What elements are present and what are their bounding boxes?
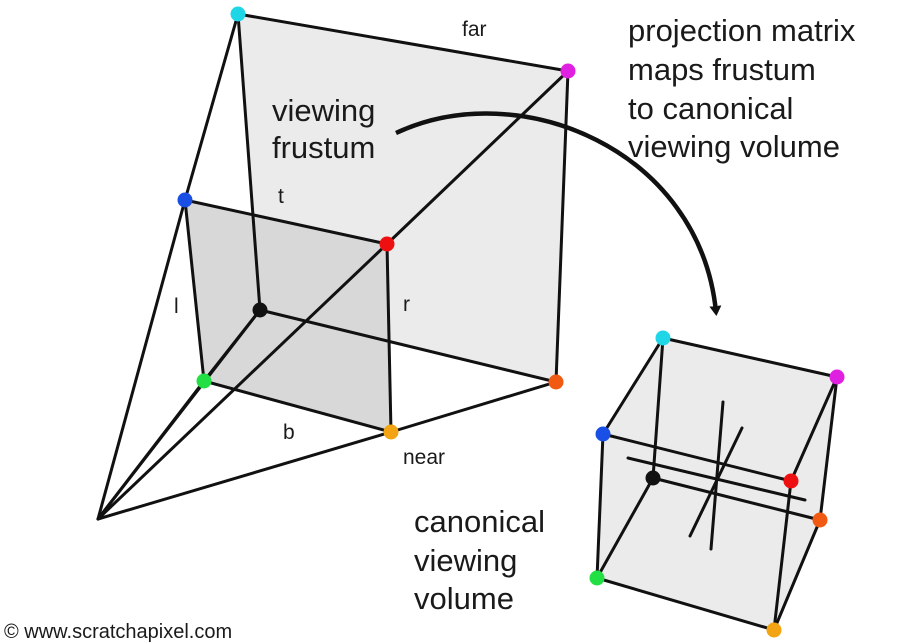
label-near: near [403,446,445,469]
cube-vertex-magenta [829,369,845,385]
label-r: r [403,293,410,316]
vertex-blue [177,192,193,208]
projection-note-line2: maps frustum [628,52,816,87]
cube-edge-green-black [595,476,655,580]
ray-eye-amber [96,430,393,521]
projection-note-line4: viewing volume [628,129,840,164]
vertex-cyan [230,6,246,22]
cube-vertex-cyan [655,330,671,346]
near-right-edge [385,242,393,434]
vertex-magenta [560,63,576,79]
cube-vertex-green [589,570,605,586]
label-t: t [278,185,284,208]
cube-edge-red-amber [772,479,793,632]
projection-note-line3: to canonical [628,91,793,126]
cube-edge-blue-green [595,432,605,580]
viewing-frustum [96,12,570,521]
cube-vertex-orange [812,512,828,528]
far-right-edge [554,69,570,384]
label-viewing-frustum-line1: viewing [272,93,375,128]
label-b: b [283,421,295,444]
canonical-cube [595,336,839,632]
label-l: l [174,295,179,318]
cube-edge-amber-orange [772,518,822,632]
cube-vertex-blue [595,426,611,442]
edge-red-magenta [385,69,570,246]
vertex-green [196,373,212,389]
cube-edge-red-magenta [789,375,839,483]
ray-eye-red [96,242,389,521]
cube-vertex-amber [766,622,782,638]
label-far: far [462,18,487,41]
vertex-black [252,302,268,318]
frustum-vertices [177,6,576,440]
cube-edge-black-orange [651,476,822,522]
edge-blue-cyan [183,12,240,202]
credit-text: © www.scratchapixel.com [4,621,232,643]
cube-axis-2 [709,400,725,551]
vertex-amber [383,424,399,440]
near-top-edge [183,198,389,246]
label-canonical-line2: viewing [414,543,517,578]
far-bottom-edge [258,308,558,384]
near-left-edge [183,198,206,383]
projection-note-line1: projection matrix [628,13,856,48]
vertex-red [379,236,395,252]
cube-vertices [589,330,845,638]
label-viewing-frustum-line2: frustum [272,130,375,165]
far-top-edge [236,12,570,73]
cube-edge-green-amber [595,576,776,632]
cube-edge-magenta-orange [818,375,839,522]
far-left-edge [236,12,262,312]
cube-axis-3 [688,426,744,538]
cube-vertex-black [645,470,661,486]
vertex-orange [548,374,564,390]
label-canonical-line3: volume [414,581,514,616]
edge-amber-orange [389,380,558,434]
label-canonical-line1: canonical [414,504,545,539]
cube-vertex-red [783,473,799,489]
cube-edge-blue-red [601,432,793,483]
cube-edge-blue-cyan [601,336,665,436]
ray-eye-blue [96,198,187,521]
projection-arrow [395,111,722,316]
ray-eye-black [96,308,262,521]
cube-edge-cyan-magenta [661,336,839,379]
cube-edge-cyan-black [651,336,665,480]
